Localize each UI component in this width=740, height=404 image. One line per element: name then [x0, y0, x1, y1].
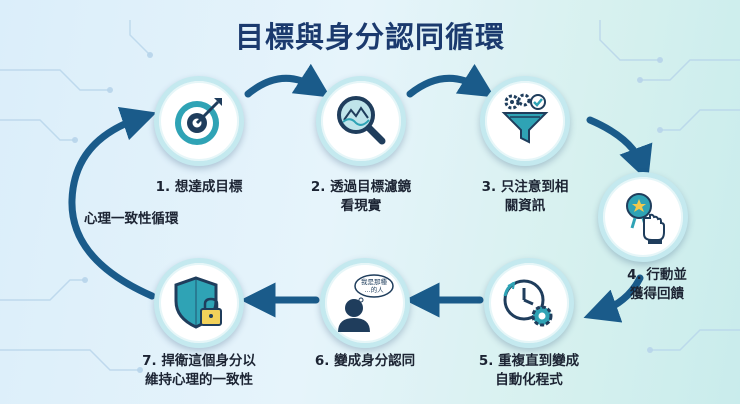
person-thought-icon: 我是那種 ...的人: [338, 274, 394, 332]
step-6-label: 6. 變成身分認同: [314, 353, 416, 369]
step-4-node: [598, 172, 688, 262]
step-3-node: [480, 76, 570, 166]
shield-lock-icon: [174, 276, 222, 329]
step-1-label: 1. 想達成目標: [155, 179, 243, 195]
step-5-label: 5. 重複直到變成 自動化程式: [478, 353, 580, 388]
diagram-title: 目標與身分認同循環: [234, 20, 505, 54]
step-7-node: [154, 258, 244, 348]
arrow-7-to-1: [68, 106, 157, 300]
step-2-label: 2. 透過目標濾鏡 看現實: [310, 179, 412, 214]
step-5-node: [484, 258, 574, 348]
magnifier-icon: [337, 96, 386, 145]
arrow-2-to-3: [406, 63, 495, 98]
arrow-4-to-5: [583, 274, 644, 323]
step-3-label: 3. 只注意到相 關資訊: [481, 179, 569, 214]
step-6-node: 我是那種 ...的人: [320, 258, 410, 348]
step-7-label: 7. 捍衛這個身分以 維持心理的一致性: [142, 353, 256, 388]
cycle-label: 心理一致性循環: [84, 211, 179, 227]
clock-gear-icon: [503, 279, 553, 327]
thought-bubble-line-2: ...的人: [364, 285, 384, 294]
step-1-node: [154, 76, 244, 166]
step-4-label: 4. 行動並 獲得回饋: [627, 267, 687, 302]
arrow-3-to-4: [586, 116, 653, 182]
filter-funnel-icon: [501, 93, 549, 144]
arrow-1-to-2: [244, 63, 331, 98]
thought-bubble-line-1: 我是那種: [361, 277, 388, 286]
hand-badge-icon: [626, 193, 665, 244]
step-2-node: [316, 76, 406, 166]
target-icon: [175, 98, 222, 145]
